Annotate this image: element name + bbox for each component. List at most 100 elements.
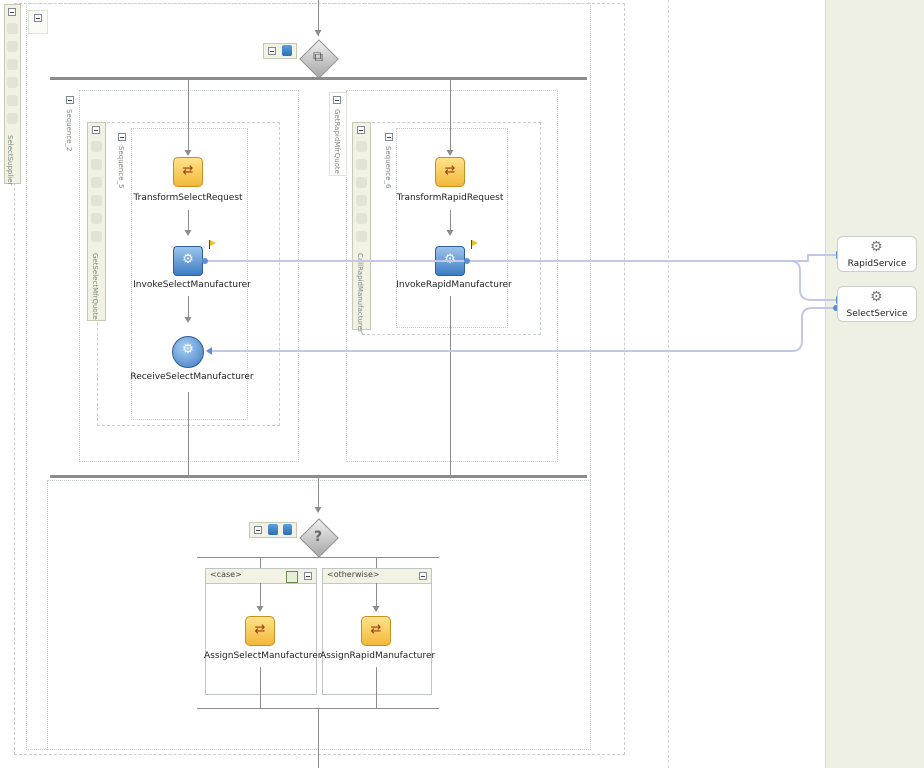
correlation-icon — [91, 159, 102, 170]
otherwise-box — [322, 568, 432, 695]
assign-rapid-node[interactable]: ⇄ — [361, 616, 391, 646]
switch-scope — [47, 480, 591, 750]
fault-handler-icon — [356, 177, 367, 188]
alarm-icon — [7, 95, 18, 106]
small-scope-box — [28, 10, 48, 34]
variable-icon — [356, 141, 367, 152]
transform-rapid-label: TransformRapidRequest — [396, 193, 504, 203]
receive-select-node[interactable]: ⚙ — [172, 336, 204, 368]
rapid-service-label: RapidService — [847, 259, 907, 269]
switch-top-line — [197, 557, 439, 558]
variable-icon — [7, 23, 18, 34]
assign-icon: ⇄ — [254, 622, 266, 637]
condition-edit-icon[interactable] — [286, 571, 298, 583]
flow-line-left — [188, 80, 189, 154]
sequence-2-tab[interactable]: Sequence_2 — [62, 92, 77, 154]
select-service-label: SelectService — [846, 309, 908, 319]
collapse-icon[interactable] — [385, 133, 393, 141]
reorder-icon[interactable] — [283, 524, 292, 535]
link-invoke-select — [205, 260, 836, 301]
collapse-icon[interactable] — [268, 47, 276, 55]
question-icon: ? — [313, 529, 323, 545]
alarm-icon — [91, 213, 102, 224]
collapse-icon[interactable] — [92, 126, 100, 134]
collapse-icon[interactable] — [34, 14, 42, 22]
otherwise-label: <otherwise> — [327, 570, 380, 579]
rapid-service-partner[interactable]: ⚙ RapidService — [837, 236, 917, 272]
receive-select-label: ReceiveSelectManufacturer — [130, 372, 254, 382]
arrow — [314, 507, 322, 513]
add-branch-icon[interactable] — [282, 45, 292, 56]
collapse-icon[interactable] — [419, 572, 427, 580]
otherwise-header[interactable]: <otherwise> — [323, 569, 431, 584]
select-supplier-tab[interactable]: SelectSupplier — [4, 4, 21, 185]
invoke-rapid-label: InvokeRapidManufacturer — [396, 280, 512, 290]
transform-rapid-node[interactable]: ⇄ — [435, 157, 465, 187]
collapse-icon[interactable] — [357, 126, 365, 134]
collapse-icon[interactable] — [66, 96, 74, 104]
otherwise-line-top — [376, 557, 377, 569]
arrow — [446, 230, 454, 236]
event-handler-icon — [7, 77, 18, 88]
sequence-6-tab[interactable]: Sequence_6 — [381, 129, 396, 193]
add-case-icon[interactable] — [268, 524, 278, 535]
case-line-top — [260, 557, 261, 569]
call-rapid-manufacturer-tab[interactable]: CallRapidManufacturer — [352, 122, 371, 333]
flow-line-right — [450, 80, 451, 154]
arrow — [314, 30, 322, 36]
collapse-icon[interactable] — [304, 572, 312, 580]
get-rapid-mfr-quote-scope — [346, 90, 558, 462]
flow-line-left-2 — [188, 210, 189, 234]
transform-icon: ⇄ — [182, 163, 194, 178]
sequence-2-scope — [79, 90, 299, 462]
gear-icon: ⚙ — [182, 252, 194, 267]
correlation-icon — [7, 41, 18, 52]
arrow — [184, 230, 192, 236]
arrow — [446, 150, 454, 156]
assign-select-node[interactable]: ⇄ — [245, 616, 275, 646]
otherwise-line-1 — [376, 583, 377, 611]
arrowheads — [184, 30, 454, 612]
gear-icon: ⚙ — [182, 342, 194, 357]
compensation-icon — [91, 231, 102, 242]
flow-line-switch — [318, 478, 319, 512]
case-header[interactable]: <case> — [206, 569, 316, 584]
gear-icon: ⚙ — [870, 239, 883, 255]
sequence-5-scope — [131, 128, 248, 420]
collapse-icon[interactable] — [333, 96, 341, 104]
link-invoke-rapid — [467, 254, 836, 262]
assign-icon: ⇄ — [370, 622, 382, 637]
collapse-icon[interactable] — [254, 526, 262, 534]
fault-handler-icon — [7, 59, 18, 70]
case-line-1 — [260, 583, 261, 611]
fault-handler-icon — [91, 177, 102, 188]
port-dot — [464, 258, 470, 264]
switch-toolbar — [249, 522, 297, 538]
port-dot — [202, 258, 208, 264]
gear-icon: ⚙ — [444, 252, 456, 267]
arrow — [256, 606, 264, 612]
flow-line-top — [318, 0, 319, 36]
flow-line-right-3 — [450, 296, 451, 478]
sequence-5-tab[interactable]: Sequence_5 — [114, 129, 129, 193]
transform-select-node[interactable]: ⇄ — [173, 157, 203, 187]
otherwise-line-2 — [376, 667, 377, 708]
transform-select-label: TransformSelectRequest — [133, 193, 243, 203]
get-select-mfr-quote-tab[interactable]: GetSelectMfrQuote — [87, 122, 106, 321]
collapse-icon[interactable] — [8, 8, 16, 16]
link-receive-select — [208, 307, 836, 352]
gear-icon: ⚙ — [870, 289, 883, 305]
arrow — [372, 606, 380, 612]
case-box — [205, 568, 317, 695]
collapse-icon[interactable] — [118, 133, 126, 141]
get-rapid-mfr-quote-tab[interactable]: GetRapidMfrQuote — [329, 92, 347, 176]
transform-icon: ⇄ — [444, 163, 456, 178]
select-service-partner[interactable]: ⚙ SelectService — [837, 286, 917, 322]
partner-lane — [825, 0, 924, 768]
event-handler-icon — [356, 195, 367, 206]
flow-line-bottom — [318, 708, 319, 768]
correlation-icon — [356, 159, 367, 170]
assign-select-label: AssignSelectManufacturer — [204, 651, 322, 661]
alarm-icon — [356, 213, 367, 224]
